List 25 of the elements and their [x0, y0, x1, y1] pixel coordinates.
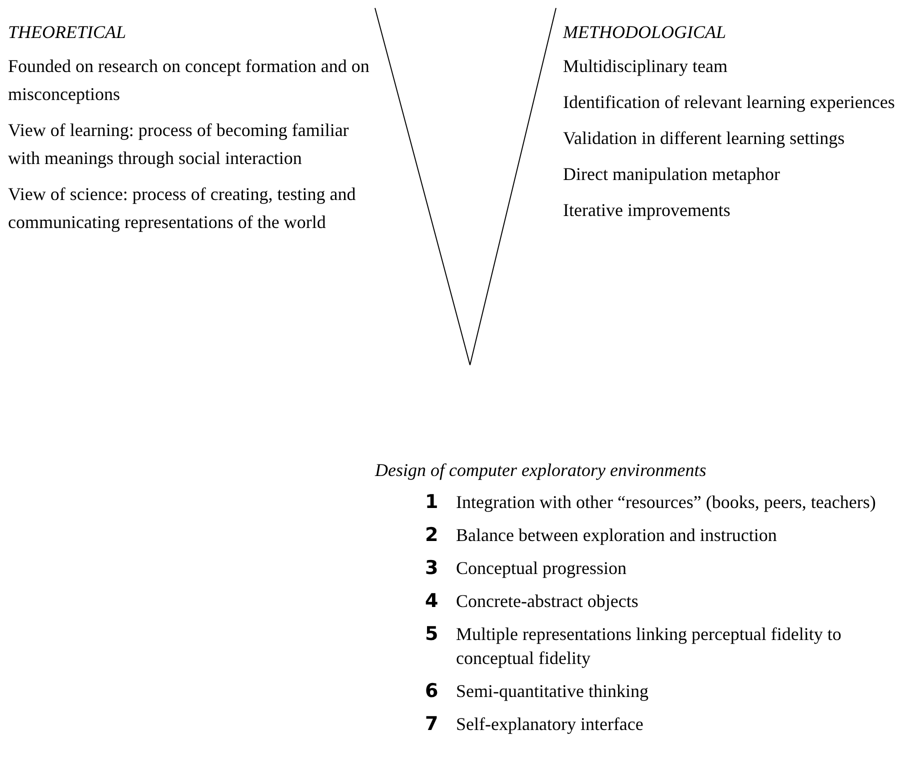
section-heading: Design of computer exploratory environments — [375, 459, 708, 482]
section-heading: METHODOLOGICAL — [563, 21, 728, 44]
list-item: Founded on research on concept formation and on misconceptions — [8, 55, 370, 106]
item-number: 6 — [425, 679, 438, 703]
item-number: 1 — [425, 490, 438, 514]
item-number: 5 — [425, 622, 438, 646]
section-heading: THEORETICAL — [8, 21, 128, 44]
list-item: Direct manipulation metaphor — [563, 163, 781, 186]
list-item: Iterative improvements — [563, 199, 732, 222]
list-item: Multiple representations linking perceptual fidelity to conceptual fidelity — [456, 623, 842, 670]
list-item: Identification of relevant learning experiences — [563, 91, 896, 114]
list-item: Semi-quantitative thinking — [456, 680, 650, 703]
list-item: Concrete-abstract objects — [456, 590, 640, 613]
list-item: Integration with other “resources” (books, peers, teachers) — [456, 491, 877, 514]
list-item: Conceptual progression — [456, 557, 628, 580]
item-number: 4 — [425, 589, 438, 613]
item-number: 3 — [425, 556, 438, 580]
list-item: View of science: process of creating, testing and communicating representations of the world — [8, 183, 357, 234]
list-item: Balance between exploration and instruction — [456, 524, 778, 547]
item-number: 2 — [425, 523, 438, 547]
item-number: 7 — [425, 712, 438, 736]
list-item: Multidisciplinary team — [563, 55, 728, 78]
list-item: Self-explanatory interface — [456, 713, 644, 736]
list-item: Validation in different learning settings — [563, 127, 846, 150]
list-item: View of learning: process of becoming familiar with meanings through social interaction — [8, 119, 350, 170]
